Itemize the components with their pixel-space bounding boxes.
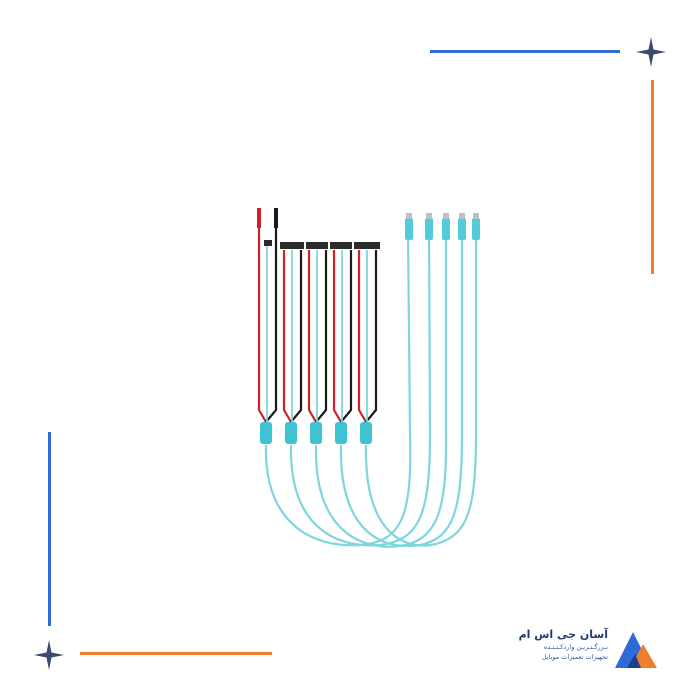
sparkle-icon (636, 37, 666, 67)
sparkle-icon (34, 640, 64, 670)
splitter-housings (260, 422, 372, 444)
inner-cyan-leads (266, 245, 368, 422)
top-blue-line (430, 50, 620, 53)
teal-cable-loops (264, 229, 478, 548)
brand-tagline-1: بـزرگـتـریـن واردکـنـنـده (543, 643, 608, 651)
product-image (257, 208, 480, 548)
brand-tagline-2: تجهیزات تعمیرات موبایل (541, 653, 608, 661)
usb-tips (406, 213, 479, 219)
brand-name: آسان جی اس ام (518, 628, 608, 641)
bottom-orange-line (80, 652, 272, 655)
black-leads (265, 225, 378, 423)
usb-connectors (405, 218, 480, 240)
brand-block: آسان جی اس ام بـزرگـتـریـن واردکـنـنـده … (515, 628, 660, 672)
left-blue-line (48, 432, 51, 626)
clip-connectors (264, 240, 380, 249)
brand-text: آسان جی اس ام بـزرگـتـریـن واردکـنـنـده … (519, 628, 608, 662)
brand-logo-icon (615, 632, 657, 668)
right-orange-line (651, 80, 654, 274)
probe-tips (257, 208, 261, 228)
red-leads (257, 225, 367, 423)
